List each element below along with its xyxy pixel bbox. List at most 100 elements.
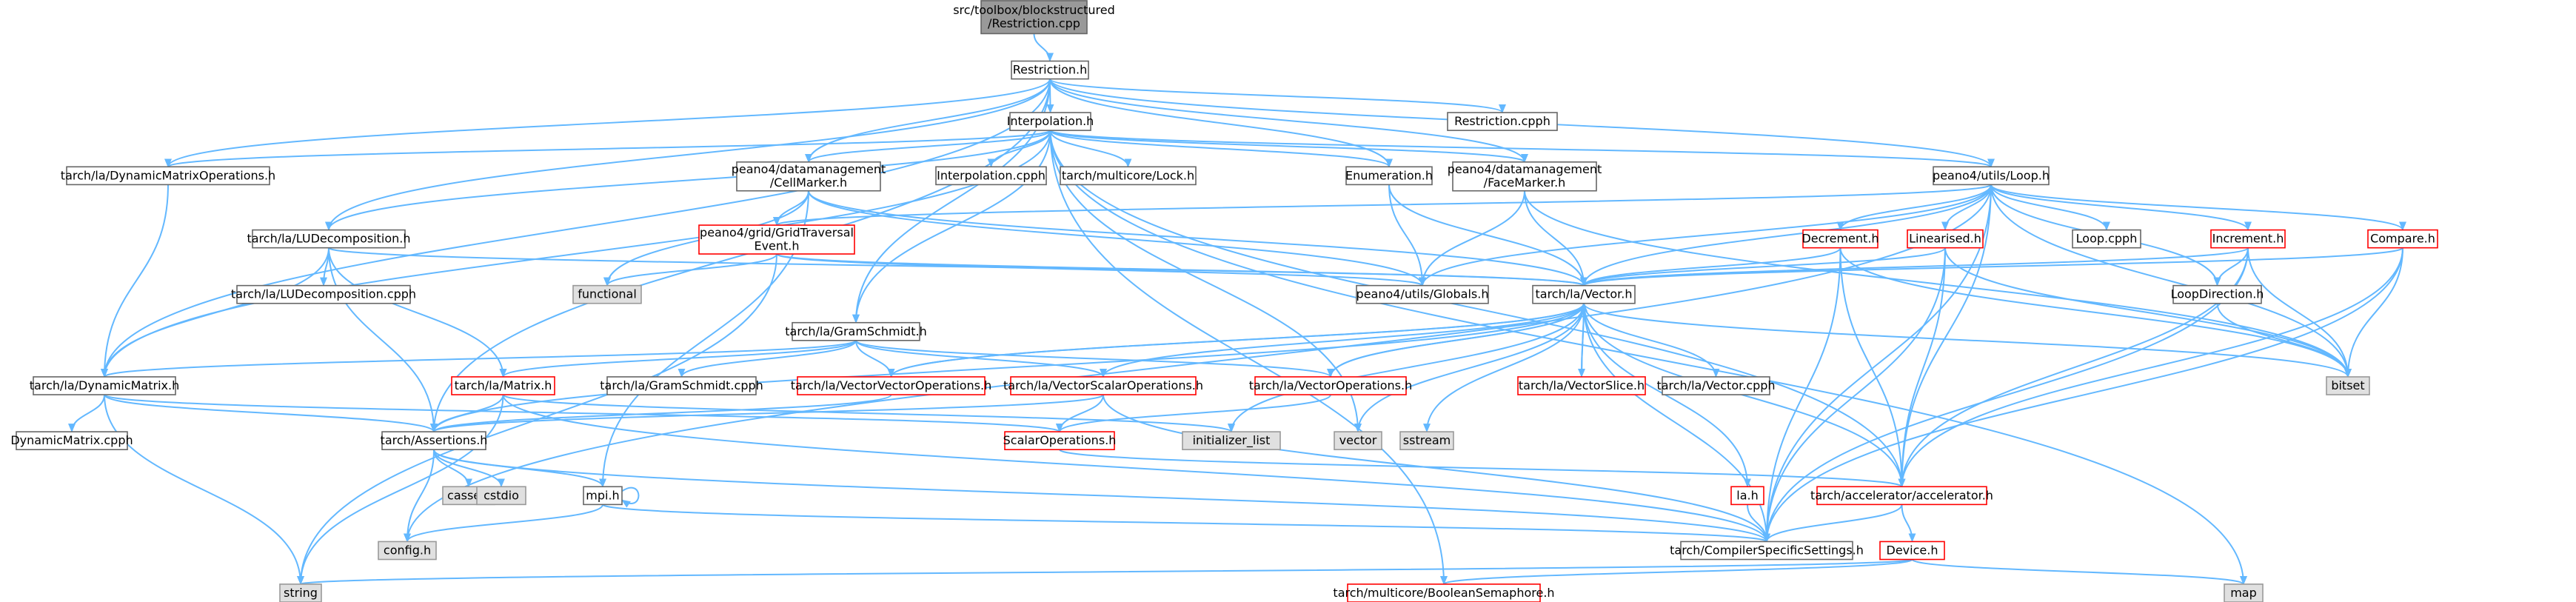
node-lock[interactable]: tarch/multicore/Lock.h (1060, 166, 1197, 186)
edge-linearised-to-vector_h (1580, 247, 1946, 287)
node-gramschmidt[interactable]: tarch/la/GramSchmidt.h (785, 321, 927, 341)
node-device-box (1879, 541, 1945, 561)
edge-compare-to-compiler (1763, 247, 2403, 543)
node-increment[interactable]: Increment.h (2210, 229, 2286, 249)
node-ludecomp[interactable]: tarch/la/LUDecomposition.h (247, 229, 411, 249)
node-cellmarker-label: peano4/datamanagement (732, 162, 886, 176)
node-root[interactable]: src/toolbox/blockstructured/Restriction.… (953, 0, 1115, 35)
node-vvops[interactable]: tarch/la/VectorVectorOperations.h (791, 376, 991, 395)
node-map: map (2224, 583, 2264, 602)
node-scalarops[interactable]: ScalarOperations.h (1003, 431, 1117, 451)
node-vslice[interactable]: tarch/la/VectorSlice.h (1517, 376, 1646, 395)
edge-loop_h-to-gridtraversal (773, 184, 1992, 227)
node-cellmarker-label: /CellMarker.h (770, 175, 847, 190)
node-decrement-box (1802, 229, 1879, 249)
edge-gridtraversal-to-vector_h (776, 253, 1588, 287)
node-matrix_h[interactable]: tarch/la/Matrix.h (451, 376, 555, 395)
node-vops[interactable]: tarch/la/VectorOperations.h (1249, 376, 1412, 395)
node-vector_std-box (1334, 431, 1382, 451)
edge-restriction_h-to-restriction_cpph (1049, 78, 1506, 114)
node-accelerator[interactable]: tarch/accelerator/accelerator.h (1810, 486, 1993, 506)
edge-increment-to-vector_h (1580, 247, 2249, 287)
node-dynmat_cpph-label: DynamicMatrix.cpph (10, 433, 133, 447)
node-boolsem-box (1347, 583, 1541, 602)
node-vvops-box (797, 376, 986, 395)
node-init_list-label: initializer_list (1193, 433, 1271, 448)
node-loop_h[interactable]: peano4/utils/Loop.h (1933, 166, 2050, 186)
node-restriction_cpph[interactable]: Restriction.cpph (1447, 112, 1558, 131)
edge-restriction_h-to-enumeration (1049, 78, 1393, 168)
node-dynmatops-box (66, 166, 270, 186)
node-increment-box (2210, 229, 2286, 249)
edge-assertions-to-config (404, 449, 435, 543)
node-device[interactable]: Device.h (1879, 541, 1945, 561)
edge-mpi-to-compiler (602, 504, 1770, 543)
node-vslice-box (1517, 376, 1646, 395)
node-ludecomp-label: tarch/la/LUDecomposition.h (247, 232, 410, 246)
node-mpi[interactable]: mpi.h (583, 486, 623, 506)
edge-restriction_h-to-assertions (430, 78, 1051, 433)
node-loopdirection[interactable]: LoopDirection.h (2171, 284, 2264, 304)
node-enumeration[interactable]: Enumeration.h (1345, 166, 1433, 186)
edge-assertions-to-compiler (433, 449, 1770, 543)
node-dynmat_cpph[interactable]: DynamicMatrix.cpph (10, 431, 133, 451)
node-sstream-box (1399, 431, 1454, 451)
node-init_list: initializer_list (1182, 431, 1281, 451)
node-interpolation_h[interactable]: Interpolation.h (1007, 112, 1094, 131)
edge-facemarker-to-vector_h (1524, 190, 1588, 287)
node-interp_cpph[interactable]: Interpolation.cpph (935, 166, 1047, 186)
node-vvops-label: tarch/la/VectorVectorOperations.h (791, 378, 991, 392)
node-dynmatops[interactable]: tarch/la/DynamicMatrixOperations.h (61, 166, 275, 186)
node-restriction_h[interactable]: Restriction.h (1011, 60, 1089, 80)
node-gridtraversal-label: Event.h (754, 239, 799, 253)
edge-interpolation_h-to-map (1049, 130, 2247, 585)
edge-compare-to-accelerator (1898, 247, 2403, 488)
node-ludecomp_cpph[interactable]: tarch/la/LUDecomposition.cpph (231, 284, 416, 304)
edge-vector_h-to-vector_cpph (1583, 303, 1720, 378)
node-config-box (378, 541, 437, 561)
node-string-label: string (284, 586, 318, 600)
edge-gramschmidt-to-vops (855, 339, 1334, 378)
node-bitset: bitset (2326, 376, 2370, 395)
node-dynmat_cpph-box (16, 431, 128, 451)
edge-linearised-to-compiler (1763, 247, 1946, 543)
node-sstream-label: sstream (1403, 433, 1451, 447)
node-gs_cpph-box (606, 376, 757, 395)
edge-loop_h-to-compare (1990, 184, 2406, 231)
node-functional-label: functional (578, 287, 637, 301)
node-boolsem[interactable]: tarch/multicore/BooleanSemaphore.h (1333, 583, 1555, 602)
node-dynmatrix[interactable]: tarch/la/DynamicMatrix.h (30, 376, 179, 395)
node-gs_cpph[interactable]: tarch/la/GramSchmidt.cpph (600, 376, 763, 395)
edge-mpi-to-config (404, 504, 603, 543)
node-config: config.h (378, 541, 437, 561)
node-vsops[interactable]: tarch/la/VectorScalarOperations.h (1003, 376, 1203, 395)
edge-assertions-to-cassert (433, 449, 472, 488)
node-compare[interactable]: Compare.h (2367, 229, 2438, 249)
edge-decrement-to-vector_h (1580, 247, 1841, 287)
node-bitset-box (2326, 376, 2370, 395)
node-la_h-box (1730, 486, 1764, 506)
edge-matrix_h-to-assertions (430, 394, 504, 433)
node-loopdirection-label: LoopDirection.h (2171, 287, 2264, 301)
edge-restriction_h-to-cellmarker (805, 78, 1051, 163)
node-loop_cpph[interactable]: Loop.cpph (2072, 229, 2141, 249)
node-facemarker[interactable]: peano4/datamanagement/FaceMarker.h (1448, 161, 1602, 192)
node-cellmarker[interactable]: peano4/datamanagement/CellMarker.h (732, 161, 886, 192)
edge-restriction_h-to-dynmatops (164, 78, 1051, 168)
node-compiler[interactable]: tarch/CompilerSpecificSettings.h (1670, 541, 1864, 561)
node-dynmatrix-label: tarch/la/DynamicMatrix.h (30, 378, 179, 392)
node-la_h[interactable]: la.h (1730, 486, 1764, 506)
node-linearised[interactable]: Linearised.h (1907, 229, 1984, 249)
node-loop_h-box (1933, 166, 2050, 186)
node-globals[interactable]: peano4/utils/Globals.h (1356, 284, 1489, 304)
node-assertions[interactable]: tarch/Assertions.h (381, 431, 488, 451)
node-vector_cpph[interactable]: tarch/la/Vector.cpph (1656, 376, 1776, 395)
edge-vector_h-to-init_list (1228, 303, 1585, 433)
edge-gridtraversal-to-globals (776, 253, 1426, 287)
node-vector_h[interactable]: tarch/la/Vector.h (1532, 284, 1636, 304)
node-functional-box (572, 284, 642, 304)
node-string-box (279, 583, 322, 602)
node-decrement[interactable]: Decrement.h (1801, 229, 1879, 249)
node-cstdio-label: cstdio (484, 488, 519, 502)
